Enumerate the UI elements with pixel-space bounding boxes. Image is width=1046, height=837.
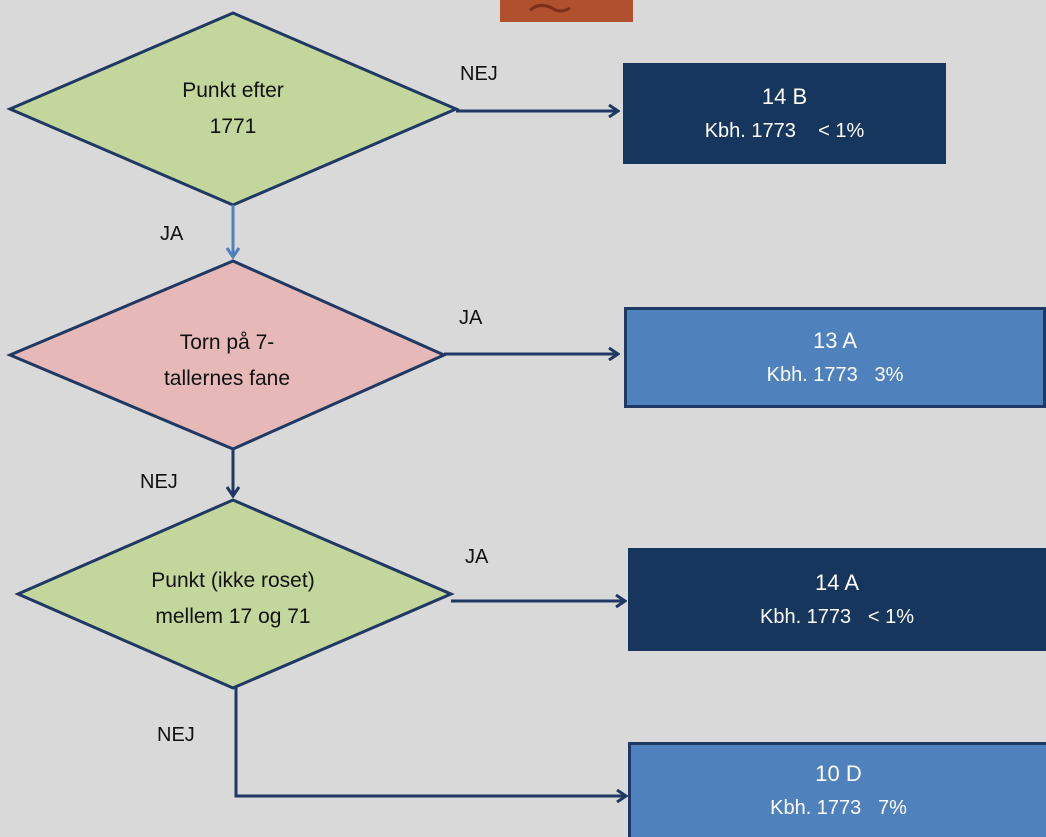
decision-3-line1: Punkt (ikke roset) bbox=[151, 569, 315, 592]
decision-1-text: Punkt efter 1771 bbox=[133, 73, 333, 145]
result-box-1: 14 B Kbh. 1773 < 1% bbox=[623, 63, 946, 164]
edge-d3-r4 bbox=[234, 688, 626, 796]
result-1-detail: Kbh. 1773 < 1% bbox=[704, 119, 865, 142]
label-d3-r4: NEJ bbox=[157, 724, 195, 746]
result-2-title: 13 A bbox=[812, 327, 858, 353]
decision-2-line2: tallernes fane bbox=[163, 367, 291, 390]
decision-2-text: Torn på 7- tallernes fane bbox=[127, 325, 327, 397]
label-d2-r2: JA bbox=[459, 307, 483, 329]
result-3-title: 14 A bbox=[814, 569, 860, 595]
result-4-detail: Kbh. 1773 7% bbox=[770, 797, 907, 819]
result-box-2: 13 A Kbh. 1773 3% bbox=[624, 307, 1046, 408]
label-d2-d3: NEJ bbox=[140, 471, 178, 493]
decision-1-line2: 1771 bbox=[209, 115, 257, 138]
decision-1-line1: Punkt efter bbox=[182, 79, 284, 102]
label-d1-r1: NEJ bbox=[460, 63, 498, 85]
decision-3-line2: mellem 17 og 71 bbox=[155, 605, 311, 628]
result-3-detail: Kbh. 1773 < 1% bbox=[759, 605, 914, 628]
decision-3-diamond bbox=[14, 498, 455, 690]
result-box-3: 14 A Kbh. 1773 < 1% bbox=[628, 548, 1046, 651]
photo-fragment-detail bbox=[529, 3, 571, 13]
decision-2-line1: Torn på 7- bbox=[179, 331, 275, 354]
result-4-title: 10 D bbox=[815, 761, 862, 786]
label-d3-r3: JA bbox=[465, 546, 489, 568]
result-2-detail: Kbh. 1773 3% bbox=[766, 363, 904, 386]
result-1-title: 14 B bbox=[761, 83, 808, 109]
decision-3-text: Punkt (ikke roset) mellem 17 og 71 bbox=[123, 563, 343, 635]
result-box-4: 10 D Kbh. 1773 7% bbox=[628, 742, 1046, 837]
label-d1-d2: JA bbox=[160, 223, 184, 245]
